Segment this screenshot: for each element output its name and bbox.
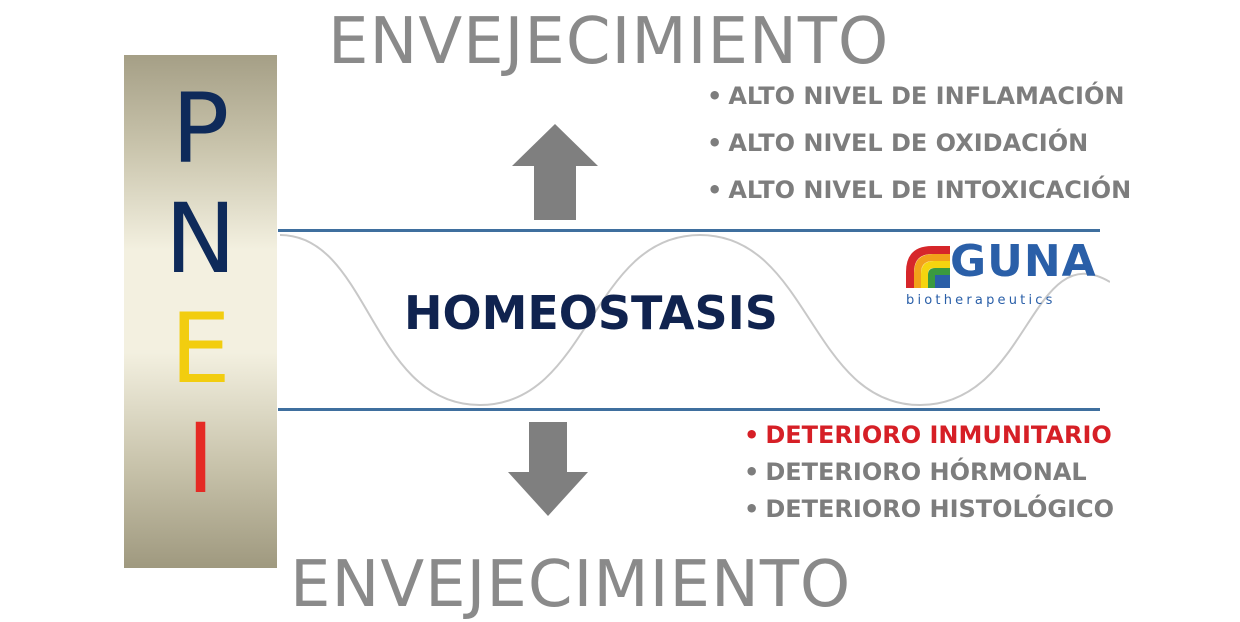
logo-name: GUNA xyxy=(950,236,1097,287)
band-top-line xyxy=(278,229,1100,232)
bullet-dot: • xyxy=(707,82,723,110)
up-arrow-icon xyxy=(512,124,598,220)
homeostasis-label: HOMEOSTASIS xyxy=(404,286,778,340)
pnei-letter-i: I xyxy=(186,403,215,515)
lower-bullet-text: DETERIORO HÓRMONAL xyxy=(765,458,1087,486)
rainbow-arc-icon xyxy=(906,246,950,288)
bullet-dot: • xyxy=(744,495,760,523)
upper-bullet-list: •ALTO NIVEL DE INFLAMACIÓN •ALTO NIVEL D… xyxy=(707,73,1131,214)
title-top: ENVEJECIMIENTO xyxy=(328,5,890,79)
pnei-letter-n: N xyxy=(164,183,237,295)
sine-wave xyxy=(280,233,1110,407)
bullet-dot: • xyxy=(707,176,723,204)
logo-tagline: biotherapeutics xyxy=(906,293,1056,308)
bullet-dot: • xyxy=(707,129,723,157)
lower-bullet-text: DETERIORO HISTOLÓGICO xyxy=(765,495,1115,523)
bullet-dot: • xyxy=(744,458,760,486)
lower-bullet-text: DETERIORO INMUNITARIO xyxy=(765,421,1112,449)
lower-bullet-list: •DETERIORO INMUNITARIO •DETERIORO HÓRMON… xyxy=(744,417,1114,528)
upper-bullet-text: ALTO NIVEL DE OXIDACIÓN xyxy=(728,129,1089,157)
pnei-letter-e: E xyxy=(170,293,231,405)
pnei-bar: P N E I xyxy=(124,55,277,568)
upper-bullet-item: •ALTO NIVEL DE INFLAMACIÓN xyxy=(707,73,1131,120)
lower-bullet-item: •DETERIORO INMUNITARIO xyxy=(744,417,1114,454)
band-bottom-line xyxy=(278,408,1100,411)
title-bottom: ENVEJECIMIENTO xyxy=(290,548,852,622)
lower-bullet-item: •DETERIORO HÓRMONAL xyxy=(744,454,1114,491)
upper-bullet-item: •ALTO NIVEL DE OXIDACIÓN xyxy=(707,120,1131,167)
bullet-dot: • xyxy=(744,421,760,449)
lower-bullet-item: •DETERIORO HISTOLÓGICO xyxy=(744,491,1114,528)
upper-bullet-text: ALTO NIVEL DE INFLAMACIÓN xyxy=(728,82,1125,110)
upper-bullet-item: •ALTO NIVEL DE INTOXICACIÓN xyxy=(707,167,1131,214)
pnei-letter-p: P xyxy=(171,73,230,185)
guna-logo: GUNA biotherapeutics xyxy=(904,240,1096,314)
down-arrow-icon xyxy=(508,422,588,516)
upper-bullet-text: ALTO NIVEL DE INTOXICACIÓN xyxy=(728,176,1132,204)
